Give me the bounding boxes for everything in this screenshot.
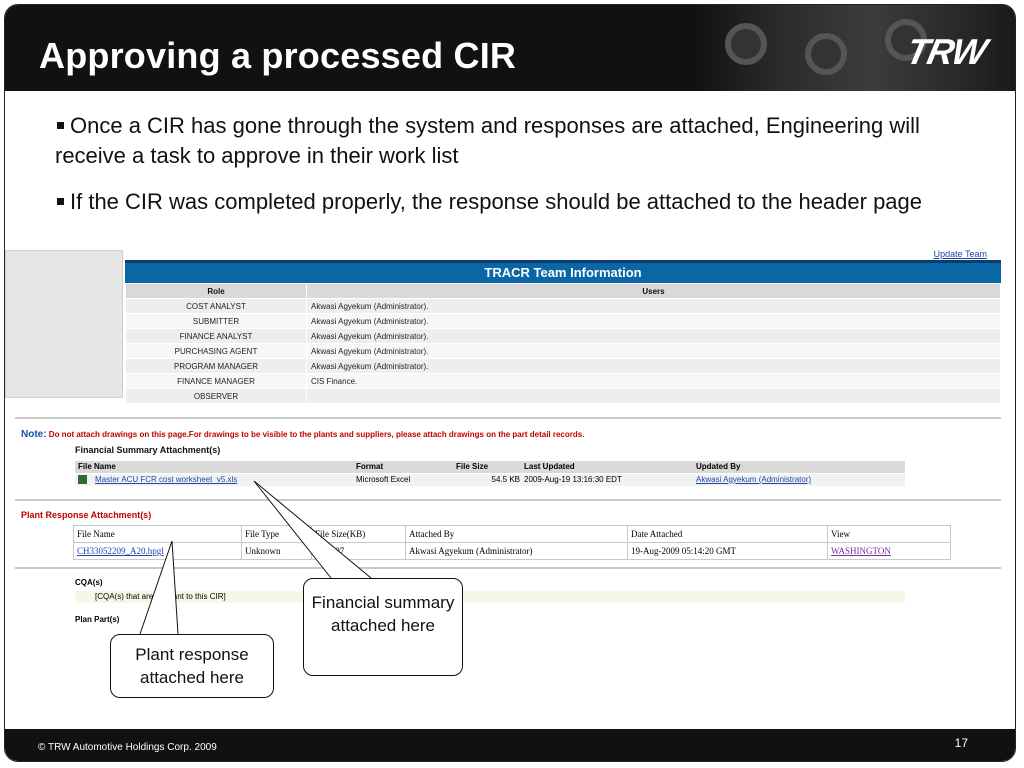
table-row: CH33052209_A20.hpgl Unknown 2628.97 Akwa… <box>74 542 950 559</box>
tracr-team-title: TRACR Team Information <box>125 260 1001 283</box>
column-header-updated-by: Updated By <box>696 462 741 471</box>
financial-summary-header: File Name Format File Size Last Updated … <box>75 461 905 473</box>
bullet-1: Once a CIR has gone through the system a… <box>55 111 955 171</box>
excel-file-icon <box>78 475 87 485</box>
role-cell: SUBMITTER <box>125 313 307 329</box>
role-cell: FINANCE MANAGER <box>125 373 307 389</box>
slide-header: Approving a processed CIR TRW <box>5 5 1015 91</box>
copyright-text: © TRW Automotive Holdings Corp. 2009 <box>38 742 217 753</box>
last-updated-cell: 2009-Aug-19 13:16:30 EDT <box>524 475 622 484</box>
file-name-cell: Master ACU FCR cost worksheet_v5.xls <box>75 474 356 486</box>
date-attached-cell: 19-Aug-2009 05:14:20 GMT <box>628 543 828 559</box>
column-header-format: Format <box>356 462 384 471</box>
role-cell: COST ANALYST <box>125 298 307 314</box>
screenshot-sidebar <box>5 250 123 398</box>
note-label: Note: <box>21 429 47 440</box>
file-size-cell: 54.5 KB <box>491 475 520 484</box>
bullet-square-icon <box>57 198 64 206</box>
role-cell: FINANCE ANALYST <box>125 328 307 344</box>
table-row: OBSERVER <box>125 388 1001 404</box>
column-header-file-type: File Type <box>242 526 312 542</box>
column-header-file-name: File Name <box>78 462 116 471</box>
slide-title: Approving a processed CIR <box>39 35 517 76</box>
plant-response-heading: Plant Response Attachment(s) <box>21 510 152 520</box>
header-photo <box>695 5 1015 91</box>
file-name-cell: CH33052209_A20.hpgl <box>74 543 242 559</box>
column-header-date-attached: Date Attached <box>628 526 828 542</box>
bullet-1-text: Once a CIR has gone through the system a… <box>55 113 920 168</box>
callout-financial-summary: Financial summary attached here <box>303 578 463 676</box>
column-header-attached-by: Attached By <box>406 526 628 542</box>
column-header-users: Users <box>306 283 1001 299</box>
column-header-role: Role <box>125 283 307 299</box>
page-number: 17 <box>954 736 968 750</box>
bullet-square-icon <box>57 122 64 130</box>
plant-response-header: File Name File Type File Size(KB) Attach… <box>74 526 950 542</box>
financial-summary-table: File Name Format File Size Last Updated … <box>75 461 905 486</box>
user-cell: Akwasi Agyekum (Administrator). <box>306 358 1001 374</box>
trw-logo: TRW <box>902 31 989 73</box>
role-cell: PURCHASING AGENT <box>125 343 307 359</box>
user-cell: Akwasi Agyekum (Administrator). <box>306 343 1001 359</box>
note-line: Note: Do not attach drawings on this pag… <box>21 429 584 440</box>
user-cell <box>306 388 1001 404</box>
plan-parts-heading: Plan Part(s) <box>75 615 120 624</box>
financial-summary-file-link[interactable]: Master ACU FCR cost worksheet_v5.xls <box>95 475 238 484</box>
section-divider <box>15 567 1001 569</box>
column-header-file-name: File Name <box>74 526 242 542</box>
file-type-cell: Unknown <box>242 543 312 559</box>
slide-footer <box>5 729 1015 761</box>
callout-plant-response: Plant response attached here <box>110 634 274 698</box>
cqa-heading: CQA(s) <box>75 578 103 587</box>
plant-response-table: File Name File Type File Size(KB) Attach… <box>73 525 951 560</box>
format-cell: Microsoft Excel <box>356 475 411 484</box>
update-team-link[interactable]: Update Team <box>933 249 987 259</box>
tracr-team-panel: TRACR Team Information Role Users COST A… <box>125 260 1001 404</box>
column-header-view: View <box>831 529 850 539</box>
note-text: Do not attach drawings on this page.For … <box>48 430 585 439</box>
cqa-row: [CQA(s) that are relevant to this CIR] <box>75 591 905 603</box>
role-cell: PROGRAM MANAGER <box>125 358 307 374</box>
plant-response-file-link[interactable]: CH33052209_A20.hpgl <box>77 546 164 556</box>
section-divider <box>15 417 1001 419</box>
view-link[interactable]: WASHINGTON <box>831 546 891 556</box>
slide-frame: Approving a processed CIR TRW Once a CIR… <box>4 4 1016 762</box>
bullet-2-text: If the CIR was completed properly, the r… <box>70 189 923 214</box>
user-cell: CIS Finance. <box>306 373 1001 389</box>
column-header-last-updated: Last Updated <box>524 462 575 471</box>
team-table-header: Role Users <box>125 283 1001 299</box>
header-photo-detail <box>885 19 927 61</box>
user-cell: Akwasi Agyekum (Administrator). <box>306 328 1001 344</box>
updated-by-link[interactable]: Akwasi Agyekum (Administrator) <box>696 475 812 484</box>
column-header-file-size: File Size <box>456 462 489 471</box>
header-photo-detail <box>725 23 767 65</box>
file-size-cell: 2628.97 <box>312 543 406 559</box>
user-cell: Akwasi Agyekum (Administrator). <box>306 313 1001 329</box>
bullet-2: If the CIR was completed properly, the r… <box>55 187 955 217</box>
financial-summary-heading: Financial Summary Attachment(s) <box>75 445 221 455</box>
role-cell: OBSERVER <box>125 388 307 404</box>
section-divider <box>15 499 1001 501</box>
header-photo-detail <box>805 33 847 75</box>
table-row: Master ACU FCR cost worksheet_v5.xls Mic… <box>75 474 905 486</box>
attached-by-cell: Akwasi Agyekum (Administrator) <box>406 543 628 559</box>
user-cell: Akwasi Agyekum (Administrator). <box>306 298 1001 314</box>
column-header-file-size: File Size(KB) <box>312 526 406 542</box>
view-cell: WASHINGTON <box>828 543 950 559</box>
trw-logo-text: TRW <box>902 31 990 72</box>
